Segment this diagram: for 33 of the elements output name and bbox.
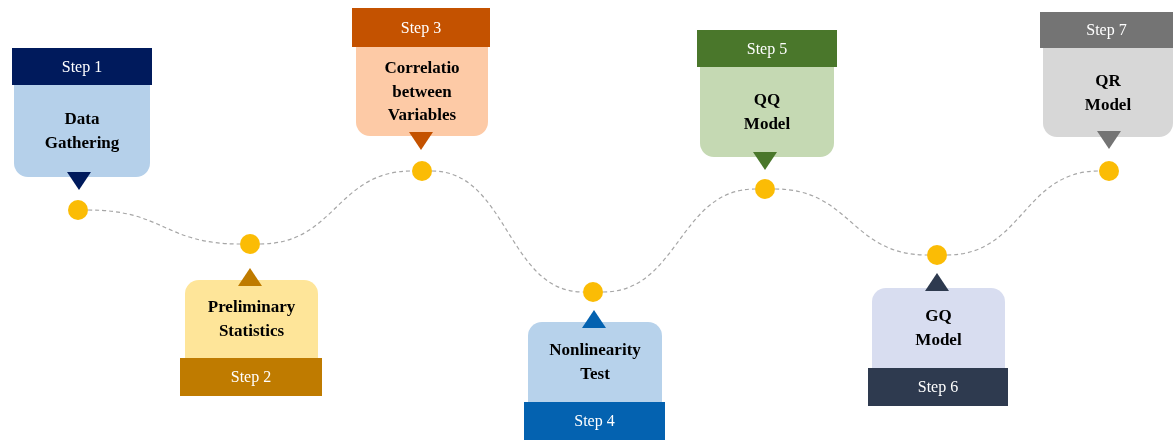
timeline-dot bbox=[68, 200, 88, 220]
step-label: Step 2 bbox=[180, 358, 322, 396]
dashed-connector bbox=[946, 170, 1100, 256]
step-description: GQ Model bbox=[872, 288, 1005, 368]
step-label: Step 7 bbox=[1040, 12, 1173, 48]
step-card bbox=[868, 273, 1008, 406]
step-description: Nonlinearity Test bbox=[528, 322, 662, 402]
step-description: Correlatio between Variables bbox=[356, 47, 488, 136]
timeline-dot bbox=[927, 245, 947, 265]
step-label: Step 5 bbox=[697, 30, 837, 67]
dashed-connector bbox=[774, 188, 928, 256]
step-card bbox=[352, 8, 490, 150]
timeline-dot bbox=[412, 161, 432, 181]
timeline-dot bbox=[583, 282, 603, 302]
step-description: Data Gathering bbox=[14, 85, 150, 177]
dashed-connector bbox=[602, 188, 756, 293]
timeline-dot bbox=[755, 179, 775, 199]
step-card bbox=[524, 310, 665, 440]
step-card bbox=[1040, 12, 1173, 149]
step-label: Step 6 bbox=[868, 368, 1008, 406]
dashed-connector bbox=[87, 209, 241, 245]
timeline-dot bbox=[1099, 161, 1119, 181]
dashed-connector bbox=[259, 170, 413, 245]
step-description: QQ Model bbox=[700, 67, 834, 157]
step-label: Step 3 bbox=[352, 8, 490, 47]
step-description: Preliminary Statistics bbox=[185, 280, 318, 358]
timeline-dot bbox=[240, 234, 260, 254]
step-label: Step 1 bbox=[12, 48, 152, 85]
step-description: QR Model bbox=[1043, 48, 1173, 137]
step-card bbox=[12, 48, 152, 190]
step-card bbox=[180, 268, 322, 396]
step-card bbox=[697, 30, 837, 170]
step-label: Step 4 bbox=[524, 402, 665, 440]
